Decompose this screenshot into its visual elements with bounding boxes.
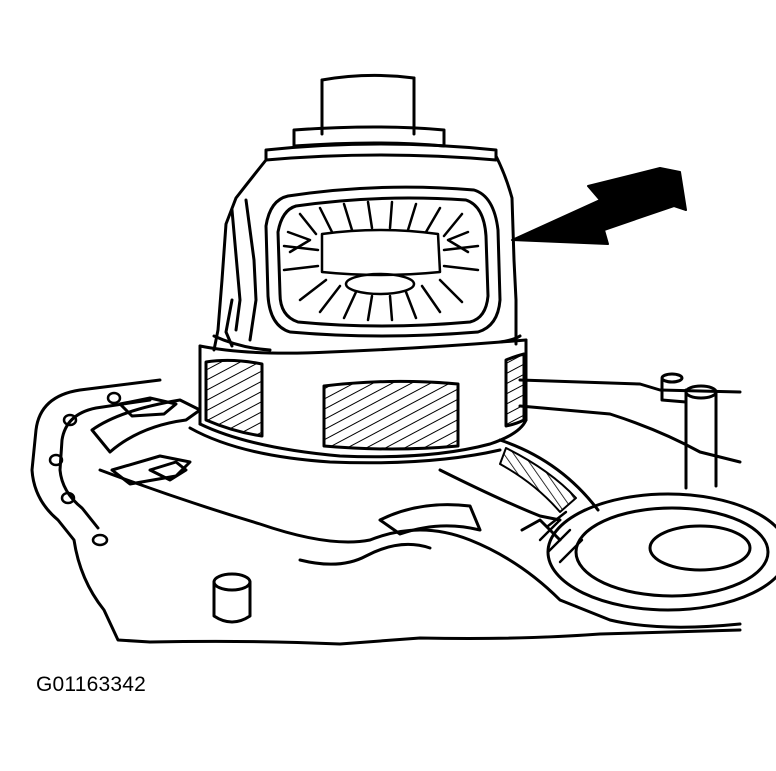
output-shaft [320,73,416,136]
differential-case [212,125,522,352]
gear-teeth-right [504,352,526,428]
case-neck [292,125,446,148]
case-curve-mid [298,542,432,566]
breather-pipe [660,372,718,490]
bolt-hole [62,413,78,427]
arrow-shape [511,167,687,245]
case-seam [438,468,562,522]
bolt-hole [60,491,76,505]
pointer-arrow-icon [511,167,687,245]
shaft-top [320,73,416,82]
case-body-outline [212,154,518,352]
case-rib-left [90,398,202,454]
flange-bolt-holes [48,391,122,547]
bolt-hole [106,391,122,405]
dowel-pin [212,572,252,624]
case-ridge-right [518,378,742,394]
figure-id-label: G01163342 [36,673,147,696]
ring-gear [188,338,528,465]
ring-gear-top-edge [198,338,528,355]
bolt-hole [91,533,109,547]
differential-assembly [188,73,528,465]
case-pocket [378,503,482,536]
side-gear [282,200,480,322]
case-lower-contour [98,468,742,629]
ring-gear-arc [498,438,600,512]
case-window-inner [276,196,490,328]
case-window-outer [264,185,502,338]
gear-teeth-center [322,379,460,451]
output-bearing [520,492,776,612]
case-tab [148,460,188,482]
gear-teeth-left [204,358,264,438]
shaft-outline [320,76,416,136]
bolt-hole [48,453,64,467]
case-ridge-right-2 [518,404,742,464]
ring-gear-bottom-edge [198,418,528,459]
case-rib [230,198,258,342]
case-lower-edge [148,628,742,646]
case-flange-outline [30,378,162,644]
transaxle-case [30,372,776,646]
case-boss-left [118,396,178,418]
ring-gear-bottom-lip [188,426,502,465]
ring-gear-teeth [499,447,577,513]
